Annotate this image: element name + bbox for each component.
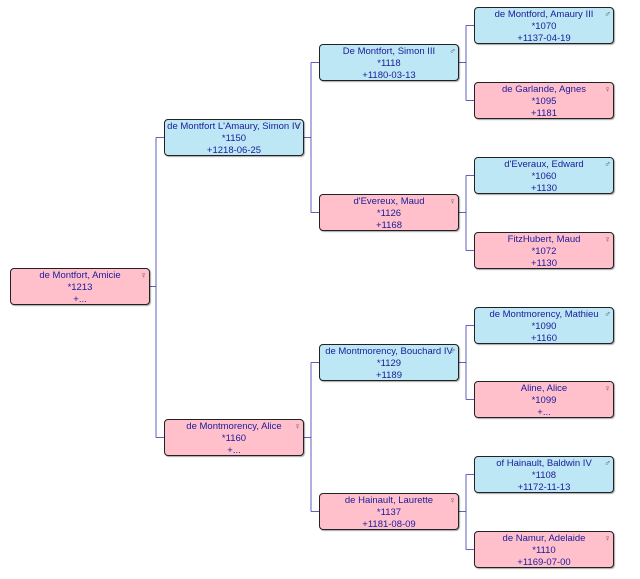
person-death: +1172-11-13 [517, 482, 571, 494]
person-death: +... [227, 445, 241, 457]
person-birth: *1099 [531, 395, 557, 407]
person-name: de Garlande, Agnes [502, 84, 586, 95]
person-birth: *1090 [531, 321, 557, 333]
male-icon: ♂ [449, 346, 456, 356]
female-icon: ♀ [140, 270, 147, 280]
person-name: de Montmorency, Mathieu [489, 309, 599, 320]
person-death: +... [537, 407, 551, 419]
person-name: De Montfort, Simon III [342, 46, 436, 57]
person-death: +1130 [531, 183, 557, 195]
female-icon: ♀ [294, 421, 301, 431]
person-birth: *1070 [531, 21, 557, 33]
person-birth: *1213 [67, 282, 93, 294]
person-name: de Montmorency, Bouchard IV [325, 346, 453, 357]
person-box-alice-montmorency[interactable]: ♀ de Montmorency, Alice *1160 +... [164, 419, 304, 456]
person-box-agnes-garlande[interactable]: ♀ de Garlande, Agnes *1095 +1181 [474, 82, 614, 119]
person-box-maud-evereux[interactable]: ♀ d'Evereux, Maud *1126 +1168 [319, 194, 459, 231]
male-icon: ♂ [604, 458, 611, 468]
person-box-baldwin-iv[interactable]: ♂ of Hainault, Baldwin IV *1108 +1172-11… [474, 456, 614, 493]
person-death: +1189 [376, 370, 402, 382]
person-death: +1137-04-19 [517, 33, 571, 45]
person-birth: *1095 [531, 96, 557, 108]
female-icon: ♀ [604, 383, 611, 393]
person-box-laurette-hainault[interactable]: ♀ de Hainault, Laurette *1137 +1181-08-0… [319, 493, 459, 530]
female-icon: ♀ [449, 495, 456, 505]
female-icon: ♀ [449, 196, 456, 206]
person-death: +1180-03-13 [362, 70, 416, 82]
male-icon: ♂ [604, 309, 611, 319]
person-box-simon-iii[interactable]: ♂ De Montfort, Simon III *1118 +1180-03-… [319, 44, 459, 81]
person-box-edward-everaux[interactable]: ♂ d'Everaux, Edward *1060 +1130 [474, 157, 614, 194]
person-box-simon-iv[interactable]: ♂ de Montfort L'Amaury, Simon IV *1150 +… [164, 119, 304, 156]
male-icon: ♂ [604, 159, 611, 169]
person-name: de Montford, Amaury III [494, 9, 594, 20]
person-box-amicie[interactable]: ♀ de Montfort, Amicie *1213 +... [10, 268, 150, 305]
person-box-alice-aline[interactable]: ♀ Aline, Alice *1099 +... [474, 381, 614, 418]
person-name: de Montfort, Amicie [39, 270, 121, 281]
person-death: +1181 [531, 108, 557, 120]
person-name: d'Everaux, Edward [504, 159, 584, 170]
person-name: Aline, Alice [520, 383, 568, 394]
person-name: FitzHubert, Maud [507, 234, 581, 245]
person-birth: *1108 [531, 470, 557, 482]
female-icon: ♀ [604, 234, 611, 244]
person-birth: *1118 [377, 58, 401, 70]
person-birth: *1060 [531, 171, 557, 183]
person-birth: *1137 [376, 507, 402, 519]
person-name: de Namur, Adelaide [502, 533, 586, 544]
person-death: +1169-07-00 [517, 557, 571, 569]
person-death: +... [73, 294, 87, 306]
male-icon: ♂ [294, 121, 301, 131]
person-box-maud-fitzhubert[interactable]: ♀ FitzHubert, Maud *1072 +1130 [474, 232, 614, 269]
person-death: +1181-08-09 [362, 519, 416, 531]
person-box-amaury-iii[interactable]: ♂ de Montford, Amaury III *1070 +1137-04… [474, 7, 614, 44]
person-death: +1218-06-25 [206, 145, 262, 157]
person-death: +1168 [376, 220, 402, 232]
person-birth: *1129 [376, 358, 402, 370]
person-name: d'Evereux, Maud [353, 196, 425, 207]
person-box-mathieu-montmorency[interactable]: ♂ de Montmorency, Mathieu *1090 +1160 [474, 307, 614, 344]
female-icon: ♀ [604, 84, 611, 94]
male-icon: ♂ [449, 46, 456, 56]
female-icon: ♀ [604, 533, 611, 543]
person-birth: *1160 [221, 433, 247, 445]
person-box-adelaide-namur[interactable]: ♀ de Namur, Adelaide *1110 +1169-07-00 [474, 531, 614, 568]
person-birth: *1126 [376, 208, 402, 220]
person-box-bouchard-iv[interactable]: ♂ de Montmorency, Bouchard IV *1129 +118… [319, 344, 459, 381]
person-birth: *1072 [531, 246, 557, 258]
person-death: +1130 [531, 258, 557, 270]
person-name: de Hainault, Laurette [344, 495, 434, 506]
person-death: +1160 [531, 333, 557, 345]
person-name: of Hainault, Baldwin IV [496, 458, 592, 469]
person-name: de Montfort L'Amaury, Simon IV [167, 121, 301, 132]
person-birth: *1110 [532, 545, 556, 557]
person-birth: *1150 [221, 133, 247, 145]
male-icon: ♂ [604, 9, 611, 19]
person-name: de Montmorency, Alice [186, 421, 282, 432]
